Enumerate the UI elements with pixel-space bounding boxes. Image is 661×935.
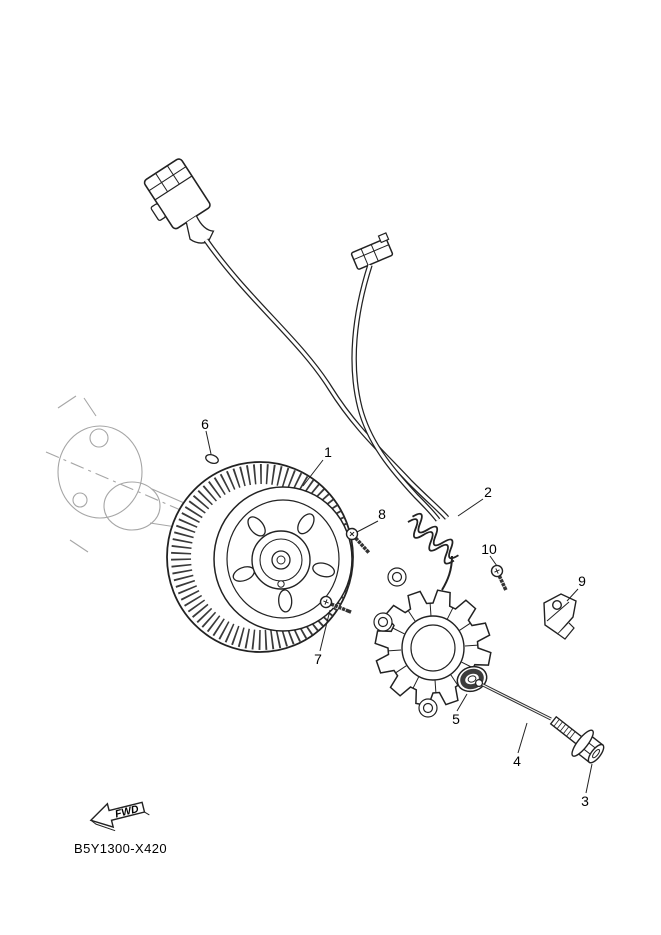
drawing-code: B5Y1300-X420 [74, 841, 167, 856]
fwd-marker: FWD [89, 801, 150, 832]
leader-line-7 [319, 609, 331, 652]
wire-coil-tail [441, 555, 453, 591]
leader-line-2 [457, 498, 484, 517]
part-label-3: 3 [581, 793, 589, 809]
flywheel-holes [232, 513, 336, 613]
part-label-9: 9 [578, 573, 586, 589]
screw-8 [345, 527, 371, 554]
rod [475, 678, 552, 721]
screw-7 [319, 595, 352, 614]
wire-bracket [543, 593, 577, 640]
leader-line-3 [585, 763, 593, 794]
part-label-6: 6 [201, 416, 209, 432]
leader-lines [205, 430, 593, 794]
stator-laminations [388, 603, 478, 693]
leader-line-8 [356, 520, 379, 533]
harness-connector [143, 158, 215, 244]
part-label-8: 8 [378, 506, 386, 522]
harness-wire-b [351, 264, 441, 522]
woodruff-key [205, 453, 219, 465]
leader-line-6 [205, 430, 212, 455]
leader-line-4 [517, 722, 528, 754]
stator-assembly [373, 567, 492, 718]
leader-line-9 [566, 588, 579, 602]
flange-bolt [549, 715, 605, 764]
flywheel-rotor [166, 461, 354, 653]
screw-10 [490, 564, 508, 591]
stator-mount-ears [373, 567, 438, 718]
part-label-4: 4 [513, 753, 521, 769]
wire-coil [407, 512, 459, 565]
part-label-1: 1 [324, 444, 332, 460]
fwd-label: FWD [114, 803, 141, 821]
part-label-7: 7 [314, 651, 322, 667]
flywheel-hub [251, 530, 311, 590]
part-label-2: 2 [484, 484, 492, 500]
leader-line-5 [456, 693, 468, 712]
part-label-5: 5 [452, 711, 460, 727]
leader-line-10 [489, 555, 498, 567]
wire-harness [143, 158, 459, 591]
harness-sub-connector [350, 232, 394, 270]
leader-line-1 [302, 459, 324, 487]
part-label-10: 10 [481, 541, 497, 557]
